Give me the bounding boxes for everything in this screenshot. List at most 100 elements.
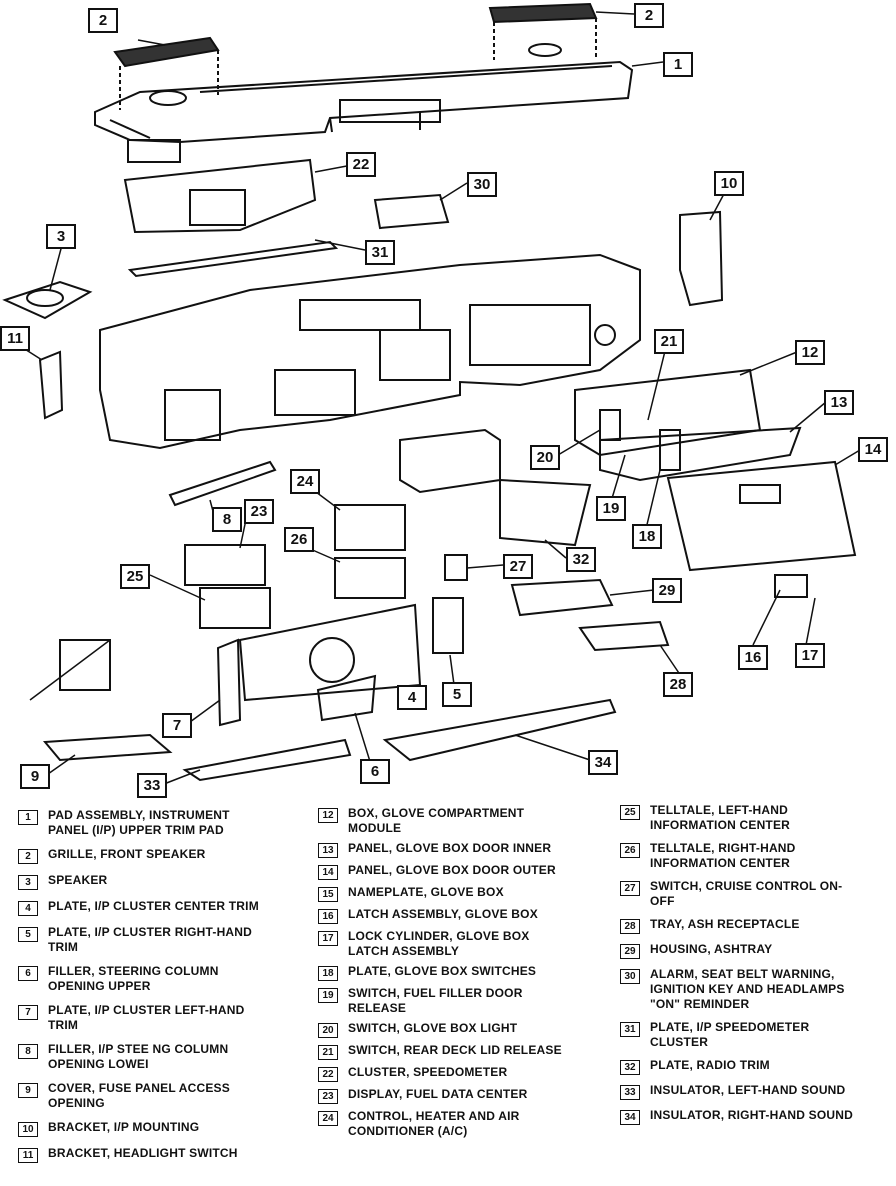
legend-row: 2 GRILLE, FRONT SPEAKER bbox=[18, 847, 298, 864]
callout-33: 33 bbox=[137, 773, 167, 798]
legend-number-box: 34 bbox=[620, 1110, 640, 1125]
legend-number-box: 15 bbox=[318, 887, 338, 902]
legend-description: TRAY, ASH RECEPTACLE bbox=[650, 917, 800, 931]
legend-number-box: 30 bbox=[620, 969, 640, 984]
callout-14: 14 bbox=[858, 437, 888, 462]
callout-2: 2 bbox=[634, 3, 664, 28]
legend-description: GRILLE, FRONT SPEAKER bbox=[48, 847, 206, 861]
legend-description: FILLER, I/P STEE NG COLUMN OPENING LOWEI bbox=[48, 1042, 229, 1071]
legend-number-box: 19 bbox=[318, 988, 338, 1003]
part-hvac-control bbox=[334, 504, 406, 551]
legend-number-box: 17 bbox=[318, 931, 338, 946]
legend-description: BOX, GLOVE COMPARTMENT MODULE bbox=[348, 806, 525, 835]
legend-number-box: 16 bbox=[318, 909, 338, 924]
legend-description: PLATE, I/P CLUSTER CENTER TRIM bbox=[48, 899, 259, 913]
legend-number-box: 6 bbox=[18, 966, 38, 981]
callout-11: 11 bbox=[0, 326, 30, 351]
legend-description: TELLTALE, RIGHT-HAND INFORMATION CENTER bbox=[650, 841, 796, 870]
part-cluster-left-trim bbox=[216, 638, 242, 727]
legend-number-box: 7 bbox=[18, 1005, 38, 1020]
callout-13: 13 bbox=[824, 390, 854, 415]
callout-31: 31 bbox=[365, 240, 395, 265]
part-seat-belt-alarm bbox=[373, 193, 450, 230]
part-speaker-grille-left bbox=[113, 36, 220, 68]
part-glove-door-outer bbox=[666, 460, 857, 572]
legend-description: PLATE, I/P CLUSTER LEFT-HAND TRIM bbox=[48, 1003, 245, 1032]
legend-description: INSULATOR, LEFT-HAND SOUND bbox=[650, 1083, 846, 1097]
legend-number-box: 4 bbox=[18, 901, 38, 916]
legend-description: BRACKET, HEADLIGHT SWITCH bbox=[48, 1146, 238, 1160]
legend-description: SPEAKER bbox=[48, 873, 108, 887]
legend-row: 8 FILLER, I/P STEE NG COLUMN OPENING LOWE… bbox=[18, 1042, 298, 1072]
part-telltale-right bbox=[334, 557, 406, 599]
legend-description: NAMEPLATE, GLOVE BOX bbox=[348, 885, 504, 899]
legend-number-box: 22 bbox=[318, 1067, 338, 1082]
legend-description: INSULATOR, RIGHT-HAND SOUND bbox=[650, 1108, 853, 1122]
legend-description: SWITCH, FUEL FILLER DOOR RELEASE bbox=[348, 986, 523, 1015]
legend-description: FILLER, STEERING COLUMN OPENING UPPER bbox=[48, 964, 219, 993]
callout-21: 21 bbox=[654, 329, 684, 354]
legend-number-box: 27 bbox=[620, 881, 640, 896]
legend-number-box: 28 bbox=[620, 919, 640, 934]
callout-25: 25 bbox=[120, 564, 150, 589]
part-ip-mounting-bracket bbox=[679, 210, 724, 307]
legend-row: 7 PLATE, I/P CLUSTER LEFT-HAND TRIM bbox=[18, 1003, 298, 1033]
part-cruise-switch bbox=[444, 554, 468, 581]
legend-row: 15 NAMEPLATE, GLOVE BOX bbox=[318, 885, 598, 902]
legend-number-box: 8 bbox=[18, 1044, 38, 1059]
legend-number-box: 13 bbox=[318, 843, 338, 858]
legend-number-box: 32 bbox=[620, 1060, 640, 1075]
legend-description: PLATE, I/P CLUSTER RIGHT-HAND TRIM bbox=[48, 925, 253, 954]
legend-row: 29 HOUSING, ASHTRAY bbox=[620, 942, 890, 959]
callout-6: 6 bbox=[360, 759, 390, 784]
legend-number-box: 3 bbox=[18, 875, 38, 890]
callout-27: 27 bbox=[503, 554, 533, 579]
callout-29: 29 bbox=[652, 578, 682, 603]
legend-number-box: 33 bbox=[620, 1085, 640, 1100]
callout-9: 9 bbox=[20, 764, 50, 789]
legend-number-box: 9 bbox=[18, 1083, 38, 1098]
legend-number-box: 20 bbox=[318, 1023, 338, 1038]
legend-description: PLATE, RADIO TRIM bbox=[650, 1058, 770, 1072]
callout-19: 19 bbox=[596, 496, 626, 521]
legend-number-box: 21 bbox=[318, 1045, 338, 1060]
part-glove-box bbox=[574, 368, 762, 457]
legend-number-box: 29 bbox=[620, 944, 640, 959]
legend-number-box: 18 bbox=[318, 966, 338, 981]
legend-row: 32 PLATE, RADIO TRIM bbox=[620, 1058, 890, 1075]
legend-number-box: 2 bbox=[18, 849, 38, 864]
callout-32: 32 bbox=[566, 547, 596, 572]
callout-23: 23 bbox=[244, 499, 274, 524]
part-steering-filler-upper bbox=[316, 674, 377, 722]
part-steering-filler-lower bbox=[168, 460, 277, 507]
legend-number-box: 24 bbox=[318, 1111, 338, 1126]
legend-description: CONTROL, HEATER AND AIR CONDITIONER (A/C… bbox=[348, 1109, 520, 1138]
legend-row: 18 PLATE, GLOVE BOX SWITCHES bbox=[318, 964, 598, 981]
legend-row: 28 TRAY, ASH RECEPTACLE bbox=[620, 917, 890, 934]
part-telltale-left bbox=[199, 587, 271, 629]
legend-row: 19 SWITCH, FUEL FILLER DOOR RELEASE bbox=[318, 986, 598, 1016]
legend-row: 34 INSULATOR, RIGHT-HAND SOUND bbox=[620, 1108, 890, 1125]
part-cluster-center-trim bbox=[238, 603, 422, 702]
legend-number-box: 10 bbox=[18, 1122, 38, 1137]
legend-row: 33 INSULATOR, LEFT-HAND SOUND bbox=[620, 1083, 890, 1100]
legend-description: HOUSING, ASHTRAY bbox=[650, 942, 773, 956]
legend-description: PLATE, GLOVE BOX SWITCHES bbox=[348, 964, 537, 978]
callout-34: 34 bbox=[588, 750, 618, 775]
callout-22: 22 bbox=[346, 152, 376, 177]
exploded-view-drawing bbox=[2, 2, 861, 785]
legend-description: COVER, FUSE PANEL ACCESS OPENING bbox=[48, 1081, 230, 1110]
